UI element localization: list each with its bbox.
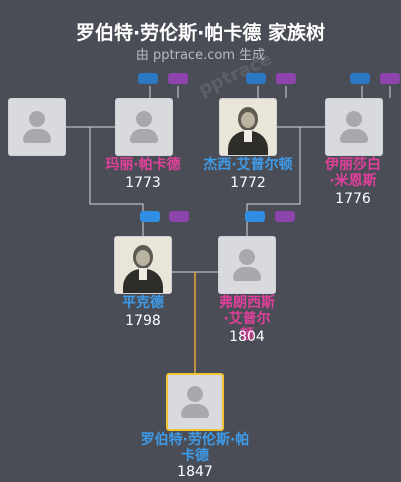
- expand-mother-button[interactable]: [168, 73, 188, 84]
- page-title: 罗伯特·劳伦斯·帕卡德 家族树: [75, 22, 326, 44]
- expand-father-button[interactable]: [138, 73, 158, 84]
- person-name[interactable]: 伊丽莎白·米恩斯: [325, 157, 381, 189]
- person-name[interactable]: 罗伯特·劳伦斯·帕卡德: [140, 432, 250, 464]
- person-name[interactable]: 玛丽·帕卡德: [105, 157, 181, 173]
- person-name[interactable]: 平克德: [122, 295, 164, 311]
- person-card-frances[interactable]: [218, 236, 276, 294]
- person-name[interactable]: 弗朗西斯·艾普尔顿: [219, 295, 275, 343]
- expand-mother-button[interactable]: [275, 211, 295, 222]
- person-silhouette-icon: [166, 373, 224, 431]
- person-year: 1847: [177, 464, 213, 480]
- expand-father-button[interactable]: [246, 73, 266, 84]
- person-year: 1776: [335, 191, 371, 207]
- expand-mother-button[interactable]: [276, 73, 296, 84]
- person-silhouette-icon: [115, 98, 173, 156]
- person-silhouette-icon: [218, 236, 276, 294]
- person-silhouette-icon: [325, 98, 383, 156]
- expand-mother-button[interactable]: [169, 211, 189, 222]
- person-card-unknown[interactable]: [8, 98, 66, 156]
- person-silhouette-icon: [8, 98, 66, 156]
- page-subtitle: 由 pptrace.com 生成: [135, 48, 266, 63]
- person-card-mary[interactable]: [115, 98, 173, 156]
- person-year: 1772: [230, 175, 266, 191]
- expand-mother-button[interactable]: [380, 73, 400, 84]
- person-name[interactable]: 杰西·艾普尔顿: [203, 157, 293, 173]
- expand-father-button[interactable]: [350, 73, 370, 84]
- expand-father-button[interactable]: [140, 211, 160, 222]
- portrait-photo-icon: [219, 98, 277, 156]
- person-card-pike[interactable]: [114, 236, 172, 294]
- expand-father-button[interactable]: [245, 211, 265, 222]
- person-card-robert[interactable]: [166, 373, 224, 431]
- portrait-photo-icon: [114, 236, 172, 294]
- person-year: 1798: [125, 313, 161, 329]
- person-year: 1773: [125, 175, 161, 191]
- person-card-elizabeth[interactable]: [325, 98, 383, 156]
- person-year: 1804: [229, 329, 265, 345]
- person-card-jesse[interactable]: [219, 98, 277, 156]
